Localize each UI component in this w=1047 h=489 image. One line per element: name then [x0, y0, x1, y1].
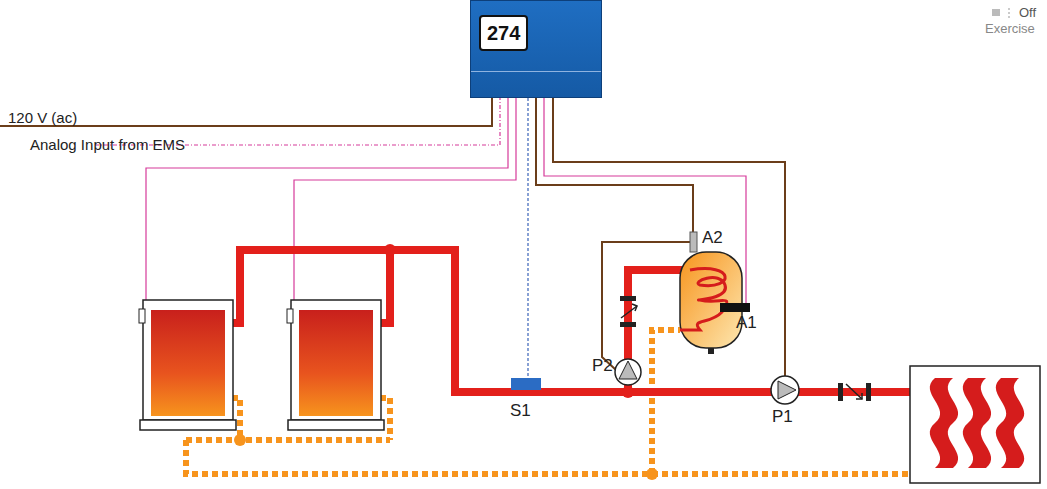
pump-label: P1	[772, 408, 793, 426]
sensor-label: A1	[736, 314, 757, 332]
housing-stripe	[471, 71, 601, 72]
status-caption: Exercise	[985, 20, 1035, 38]
check-valve	[620, 296, 637, 327]
junction-dot	[646, 468, 658, 480]
junction-dot	[622, 386, 634, 398]
controller-box: 274	[470, 0, 602, 98]
indirect-tank	[680, 232, 750, 354]
sensor-label: A2	[702, 229, 723, 247]
junction-dot	[384, 244, 396, 256]
check-valve	[838, 383, 871, 401]
sensor-s1	[511, 378, 541, 390]
control-wiring	[0, 98, 785, 378]
exercise-indicator	[992, 8, 1009, 20]
boiler	[287, 300, 384, 430]
boiler	[139, 300, 236, 430]
sensor-label: S1	[510, 402, 531, 420]
pump-label: P2	[592, 357, 613, 375]
heat-emitter	[910, 366, 1040, 483]
signal-label: Analog Input from EMS	[30, 136, 185, 154]
junction-dot	[234, 434, 246, 446]
pump-p2	[615, 359, 641, 385]
status-text: Off	[1019, 4, 1036, 22]
power-label: 120 V (ac)	[8, 109, 77, 127]
controller-display: 274	[479, 15, 528, 51]
pump-p1	[771, 376, 799, 404]
